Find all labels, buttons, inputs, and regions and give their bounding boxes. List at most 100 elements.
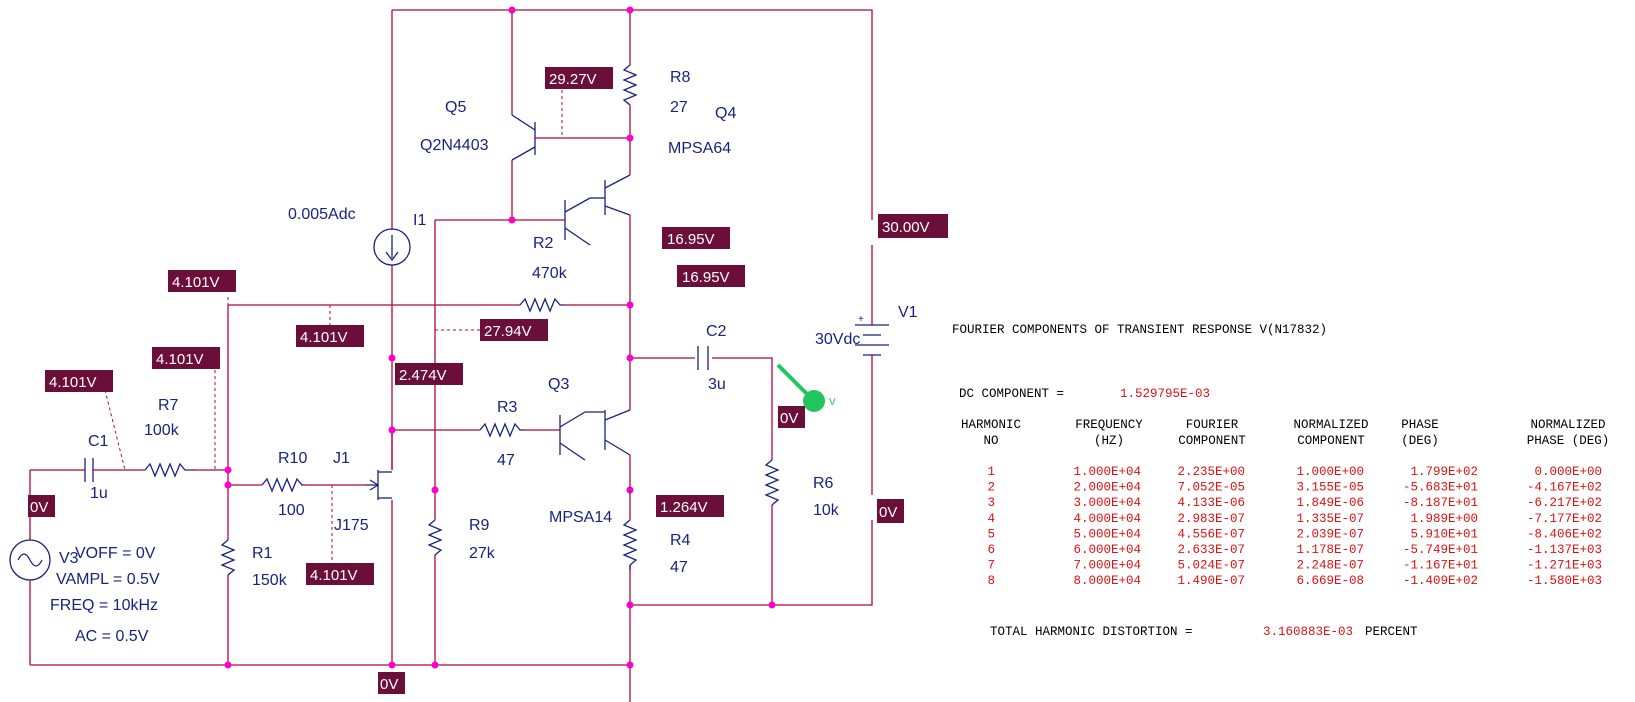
label-leaders [104,90,631,560]
r1-value: 150k [252,572,288,589]
r6-value: 10k [813,502,840,519]
fourier-cell: 6.000E+04 [1073,543,1141,557]
fourier-cell: -1.580E+03 [1527,574,1602,588]
resistor-r3-symbol[interactable] [479,422,525,438]
capacitor-c2-symbol[interactable] [697,346,709,370]
fourier-cell: 7 [987,559,995,573]
v3-param-freq: FREQ = 10kHz [50,597,158,614]
fourier-cell: 0.000E+00 [1534,465,1602,479]
v3-param-voff: VOFF = 0V [75,545,156,562]
transistor-q4-symbol[interactable] [564,174,631,246]
voltage-label: 27.94V [484,323,532,340]
voltage-label: 0V [879,504,897,521]
r8-value: 27 [670,99,688,116]
fourier-output: FOURIER COMPONENTS OF TRANSIENT RESPONSE… [952,323,1609,639]
fourier-headers: HARMONIC NO FREQUENCY (HZ) FOURIER COMPO… [961,418,1609,448]
fourier-cell: 1.989E+00 [1410,512,1478,526]
voltage-label: 4.101V [310,567,358,584]
fourier-cell: 6.669E-08 [1296,574,1364,588]
fourier-cell: -1.409E+02 [1403,574,1478,588]
fourier-cell: 5.024E-07 [1177,559,1245,573]
v3-ref: V3 [59,550,79,567]
battery-v1-symbol[interactable]: + [855,314,889,356]
jfet-j1-symbol[interactable] [365,470,392,500]
fourier-cell: 7.052E-05 [1177,481,1245,495]
header-normalized-phase: NORMALIZED [1530,418,1605,432]
voltage-label: 30.00V [882,219,930,236]
r2-ref: R2 [533,235,554,252]
r6-ref: R6 [813,475,834,492]
resistor-r9-symbol[interactable] [427,519,443,556]
header-fourier-component: COMPONENT [1178,434,1246,448]
v3-param-vampl: VAMPL = 0.5V [56,571,160,588]
voltage-source-v3-symbol[interactable] [9,539,51,581]
transistor-q5-symbol[interactable] [511,114,536,161]
fourier-cell: -1.137E+03 [1527,543,1602,557]
c2-ref: C2 [706,323,727,340]
i1-ref: I1 [413,212,426,229]
voltage-label: 0V [380,676,398,693]
fourier-cell: -7.177E+02 [1527,512,1602,526]
fourier-cell: 2.983E-07 [1177,512,1245,526]
fourier-cell: -6.217E+02 [1527,496,1602,510]
fourier-cell: 2.235E+00 [1177,465,1245,479]
resistor-r6-symbol[interactable] [764,459,780,506]
current-source-i1-symbol[interactable] [373,228,411,266]
header-phase: PHASE [1401,418,1439,432]
fourier-cell: 5 [987,527,995,541]
fourier-cell: 6 [987,543,995,557]
fourier-cell: -8.406E+02 [1527,527,1602,541]
voltage-label: 29.27V [549,71,597,88]
fourier-cell: 1.000E+00 [1296,465,1364,479]
resistor-r7-symbol[interactable] [144,462,195,478]
fourier-cell: 7.000E+04 [1073,559,1141,573]
voltage-label: 16.95V [682,269,730,286]
header-normalized-phase-unit: PHASE (DEG) [1527,434,1610,448]
q5-ref: Q5 [445,99,466,116]
r4-value: 47 [670,559,688,576]
resistor-r2-symbol[interactable] [519,297,565,313]
r10-value: 100 [278,502,305,519]
fourier-cell: 2.000E+04 [1073,481,1141,495]
c1-value: 1u [90,485,108,502]
q5-model: Q2N4403 [420,137,489,154]
fourier-cell: 8.000E+04 [1073,574,1141,588]
v1-value: 30Vdc [815,331,860,348]
fourier-cell: 3.155E-05 [1296,481,1364,495]
fourier-cell: 1.335E-07 [1296,512,1364,526]
capacitor-c1-symbol[interactable] [80,458,98,482]
fourier-cell: -1.271E+03 [1527,559,1602,573]
transistor-q3-symbol[interactable] [559,409,631,461]
j1-model: J175 [334,517,369,534]
fourier-cell: -8.187E+01 [1403,496,1478,510]
v3-param-ac: AC = 0.5V [75,628,149,645]
fourier-cell: 1.178E-07 [1296,543,1364,557]
i1-value: 0.005Adc [288,206,356,223]
header-frequency: FREQUENCY [1075,418,1143,432]
r9-value: 27k [469,545,496,562]
r4-ref: R4 [670,532,691,549]
voltage-label: 16.95V [667,231,715,248]
fourier-title: FOURIER COMPONENTS OF TRANSIENT RESPONSE… [952,323,1327,337]
header-phase-unit: (DEG) [1401,434,1439,448]
fourier-cell: 2 [987,481,995,495]
voltage-probe-icon[interactable]: V [776,363,836,412]
component-labels: Q5 Q2N4403 R8 27 Q4 MPSA64 0.005Adc I1 R… [50,69,918,645]
resistor-r4-symbol[interactable] [622,519,638,570]
v1-ref: V1 [898,304,918,321]
c1-ref: C1 [88,433,109,450]
fourier-cell: 3 [987,496,995,510]
junction-dots [224,6,776,669]
header-fourier: FOURIER [1186,418,1239,432]
resistor-r8-symbol[interactable] [622,64,638,106]
resistor-r1-symbol[interactable] [220,539,236,576]
fourier-cell: 4.000E+04 [1073,512,1141,526]
fourier-cell: 1.799E+02 [1410,465,1478,479]
resistor-r10-symbol[interactable] [261,477,305,493]
q4-model: MPSA64 [668,140,731,157]
thd-unit: PERCENT [1365,625,1418,639]
header-normalized-component: COMPONENT [1297,434,1365,448]
r1-ref: R1 [252,545,273,562]
